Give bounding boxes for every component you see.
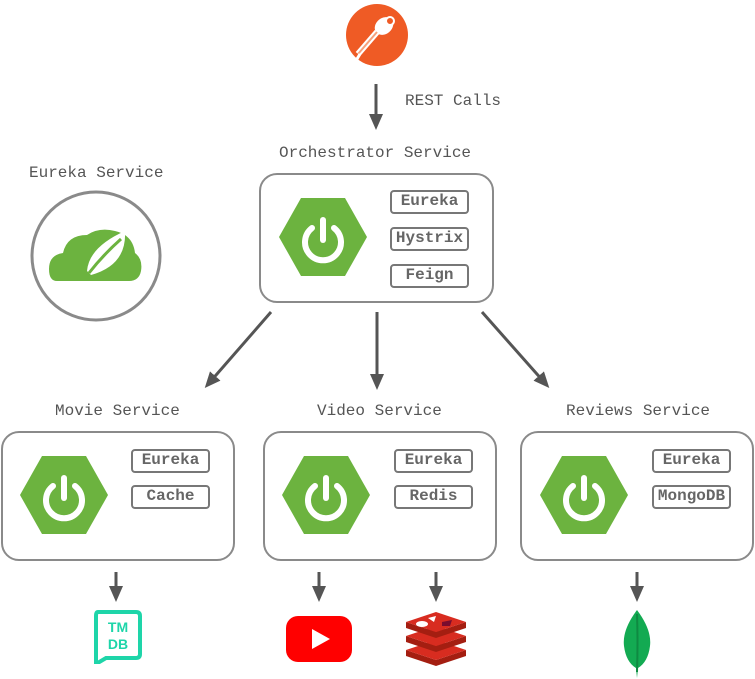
arrow-orchestrator-to-reviews [480, 311, 550, 388]
orchestrator-label: Orchestrator Service [279, 144, 472, 162]
rest-calls-label: REST Calls [405, 92, 502, 110]
spring-boot-icon [282, 456, 370, 534]
youtube-icon [286, 616, 352, 662]
postman-icon [346, 4, 408, 70]
movie-service-label: Movie Service [55, 402, 180, 420]
orchestrator-tag-feign: Feign [390, 264, 469, 288]
svg-text:TM: TM [108, 619, 128, 635]
spring-boot-icon [20, 456, 108, 534]
movie-tag-cache: Cache [131, 485, 210, 509]
video-tag-eureka: Eureka [394, 449, 473, 473]
reviews-service-label: Reviews Service [566, 402, 711, 420]
orchestrator-tag-eureka: Eureka [390, 190, 469, 214]
orchestrator-tag-hystrix: Hystrix [390, 227, 469, 251]
redis-icon [406, 612, 466, 666]
mongodb-icon [623, 610, 651, 678]
eureka-service-label: Eureka Service [29, 164, 164, 182]
video-service-label: Video Service [317, 402, 442, 420]
spring-boot-icon [279, 198, 367, 276]
movie-tag-eureka: Eureka [131, 449, 210, 473]
arrow-orchestrator-to-movie [204, 311, 273, 389]
reviews-tag-mongodb: MongoDB [652, 485, 731, 509]
reviews-tag-eureka: Eureka [652, 449, 731, 473]
spring-boot-icon [540, 456, 628, 534]
svg-text:DB: DB [108, 636, 128, 652]
tmdb-icon: TM DB [94, 610, 142, 664]
spring-cloud-icon [30, 190, 162, 322]
video-tag-redis: Redis [394, 485, 473, 509]
